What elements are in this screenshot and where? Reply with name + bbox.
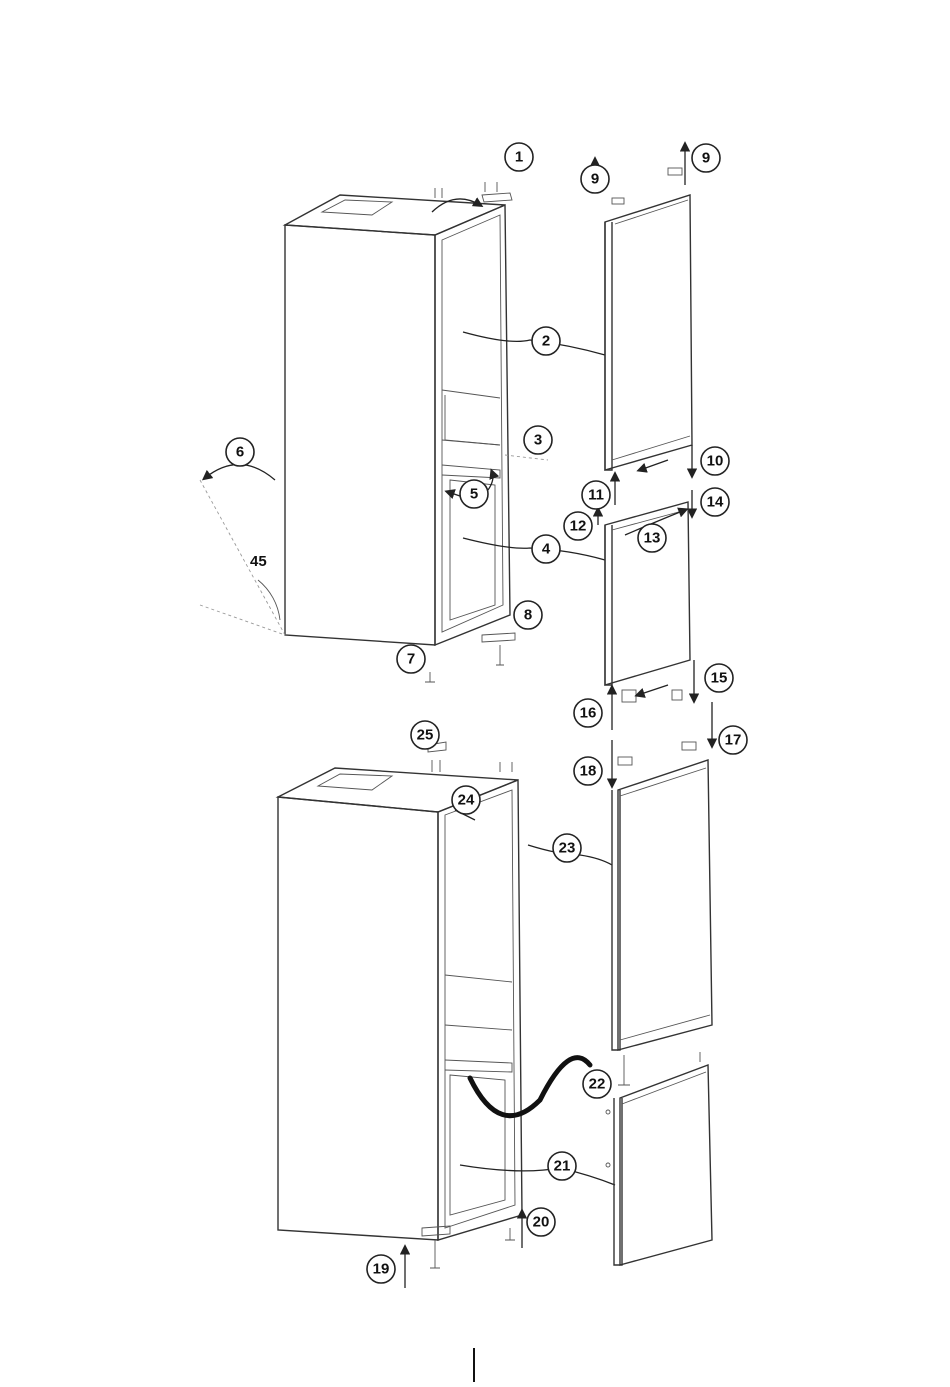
svg-text:18: 18 [580,763,597,780]
bottom-fridge-cabinet [278,742,522,1268]
callout-6: 6 [226,438,254,466]
callout-19: 19 [367,1255,395,1283]
svg-text:21: 21 [554,1158,571,1175]
callout-2: 2 [532,327,560,355]
svg-text:24: 24 [458,792,475,809]
callout-10: 10 [701,447,729,475]
callout-18: 18 [574,757,602,785]
svg-text:17: 17 [725,732,742,749]
arrow-15-slide [638,685,668,695]
callout-17: 17 [719,726,747,754]
top-fridge-cabinet [285,182,515,682]
callout-14: 14 [701,488,729,516]
callout-15: 15 [705,664,733,692]
leader-5b [488,472,493,490]
callout-8: 8 [514,601,542,629]
callout-20: 20 [527,1208,555,1236]
callout-3: 3 [524,426,552,454]
svg-text:10: 10 [707,453,724,470]
callout-4: 4 [532,535,560,563]
callout-9-left: 9 [581,165,609,193]
svg-text:3: 3 [534,432,542,449]
callout-22: 22 [583,1070,611,1098]
svg-text:2: 2 [542,333,550,350]
svg-text:20: 20 [533,1214,550,1231]
svg-text:14: 14 [707,494,724,511]
svg-text:19: 19 [373,1261,390,1278]
angle-guide: 45 [200,480,285,635]
svg-text:11: 11 [588,487,604,504]
callout-16: 16 [574,699,602,727]
svg-text:16: 16 [580,705,597,722]
callout-13: 13 [638,524,666,552]
cable [470,1058,590,1116]
svg-text:4: 4 [542,541,551,558]
svg-text:22: 22 [589,1076,606,1093]
svg-text:1: 1 [515,149,523,166]
callout-7: 7 [397,645,425,673]
svg-text:13: 13 [644,530,661,547]
rotate-arrow [205,464,275,480]
svg-text:9: 9 [591,171,599,188]
lower-door-bottom [606,1065,712,1265]
callout-5: 5 [460,480,488,508]
leader-21 [460,1165,615,1185]
svg-text:9: 9 [702,150,710,167]
callout-11: 11 [582,481,610,509]
upper-door-top [605,168,692,470]
angle-label: 45 [250,553,267,570]
svg-text:8: 8 [524,607,532,624]
callout-21: 21 [548,1152,576,1180]
svg-text:15: 15 [711,670,728,687]
callout-23: 23 [553,834,581,862]
callout-9-right: 9 [692,144,720,172]
svg-text:6: 6 [236,444,244,461]
svg-text:25: 25 [417,727,434,744]
lower-door-top [612,742,712,1085]
callout-24: 24 [452,786,480,814]
callout-1: 1 [505,143,533,171]
svg-text:7: 7 [407,651,415,668]
callout-25: 25 [411,721,439,749]
svg-text:23: 23 [559,840,576,857]
callout-12: 12 [564,512,592,540]
arrow-10-slide [640,460,668,470]
svg-text:12: 12 [570,518,587,535]
leader-3 [505,455,548,460]
svg-text:5: 5 [470,486,478,503]
